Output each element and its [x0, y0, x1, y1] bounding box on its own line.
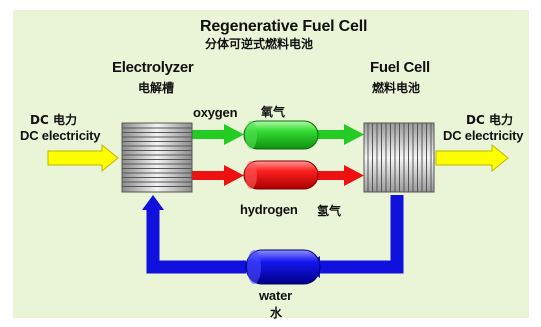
fuel-cell-label-chinese: 燃料电池	[372, 81, 421, 95]
dc-output-label: DC electricity	[443, 128, 524, 143]
fuel-cell-stack	[363, 122, 435, 193]
electrolyzer-label-chinese: 电解槽	[138, 81, 175, 95]
water-label-chinese: 水	[270, 306, 283, 320]
oxygen-label-chinese: 氧气	[261, 105, 286, 119]
hydrogen-label-chinese: 氢气	[317, 204, 342, 218]
electrolyzer-label: Electrolyzer	[112, 59, 194, 76]
diagram-title: Regenerative Fuel Cell	[200, 18, 368, 35]
hydrogen-label: hydrogen	[240, 202, 298, 217]
oxygen-label: oxygen	[193, 105, 238, 120]
diagram-title-chinese: 分体可逆式燃料电池	[205, 37, 314, 51]
water-tank	[245, 249, 321, 285]
electrolyzer-stack	[121, 122, 193, 193]
hydrogen-tank	[243, 160, 319, 190]
electricity-input-arrow	[47, 143, 119, 173]
oxygen-tank	[243, 120, 319, 150]
dc-output-label-chinese: DC 电力	[466, 113, 513, 127]
water-label: water	[259, 288, 292, 303]
fuel-cell-label: Fuel Cell	[370, 59, 430, 76]
dc-input-label: DC electricity	[20, 128, 101, 143]
oxygen-flow-arrows	[192, 124, 364, 145]
hydrogen-flow-arrows	[192, 165, 364, 186]
dc-input-label-chinese: DC 电力	[30, 113, 77, 127]
electricity-output-arrow	[435, 143, 509, 173]
